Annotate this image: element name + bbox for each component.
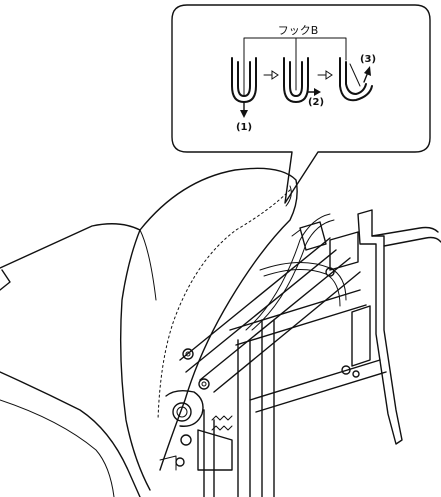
seat-frame xyxy=(179,209,441,497)
step-1-label: (1) xyxy=(236,122,252,133)
recliner-mechanism xyxy=(159,389,233,471)
hook-step-3: (3) xyxy=(339,54,376,102)
transition-arrow-2-icon xyxy=(317,70,333,80)
right-arrow-head-icon xyxy=(314,88,321,96)
hook-label-group: フックB xyxy=(243,24,347,61)
hook-step-1: (1) xyxy=(231,57,257,133)
hook-step-2: (2) xyxy=(283,57,324,108)
transition-arrow-1-icon xyxy=(263,70,279,80)
step-2-label: (2) xyxy=(308,97,324,108)
bolts xyxy=(172,267,360,467)
hook-b-label: フックB xyxy=(278,24,319,37)
seat-back xyxy=(119,167,298,491)
step-3-label: (3) xyxy=(360,54,376,65)
callout-bubble xyxy=(171,4,431,204)
hook-bracket xyxy=(243,37,347,45)
down-arrow-head-icon xyxy=(240,110,248,118)
seat-cushion xyxy=(0,223,141,497)
up-arrow-head-icon xyxy=(364,66,371,76)
